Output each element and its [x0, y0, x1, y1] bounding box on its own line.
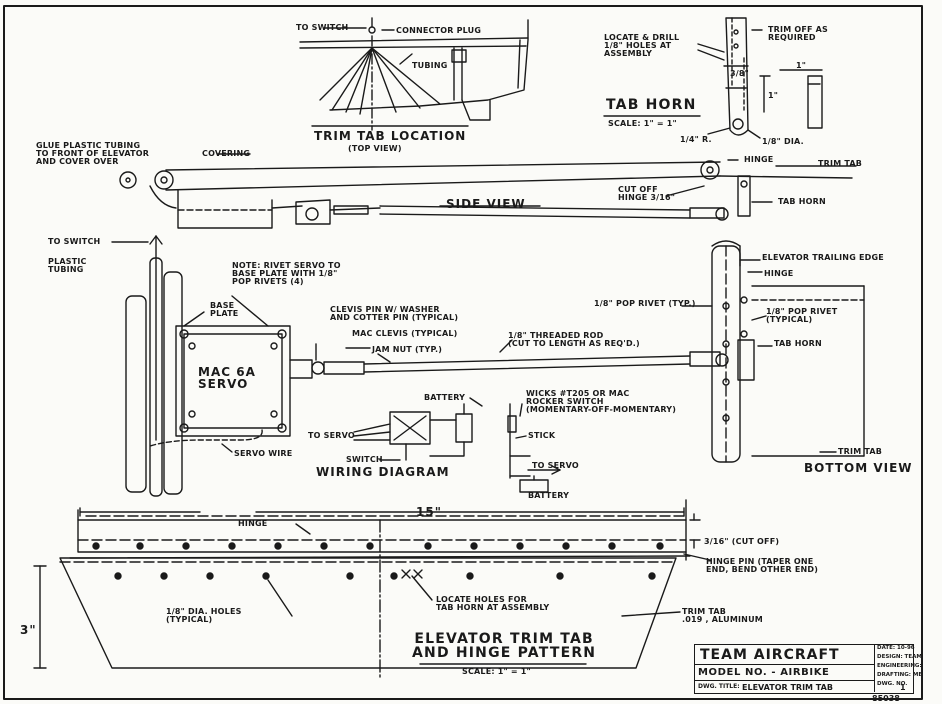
wiring-diagram-drawing [353, 397, 561, 493]
tab-horn-drawing [603, 17, 823, 139]
top-view-drawing [299, 17, 529, 131]
to-switch-left-label: TO SWITCH [48, 237, 101, 246]
hinge-side-label: HINGE [744, 155, 774, 164]
side-view-drawing [119, 153, 857, 229]
side-view-title: SIDE VIEW [446, 197, 526, 211]
dim-3-8: 3/8" [730, 69, 750, 78]
dia-eighth-label: 1/8" DIA. [762, 137, 804, 146]
title-block-divider-v [874, 644, 875, 692]
dim-3-label: 3" [20, 623, 37, 637]
sheet-number: 85038 [872, 694, 900, 703]
locate-drill-note: LOCATE & DRILL 1/8" HOLES AT ASSEMBLY [604, 33, 680, 58]
title-block-divider-2 [694, 680, 874, 681]
wiring-diagram-title: WIRING DIAGRAM [316, 465, 450, 479]
title-block-divider-1 [694, 664, 874, 665]
company-name: TEAM AIRCRAFT [700, 647, 840, 663]
cut-off-3-16-label: 3/16" (CUT OFF) [704, 537, 780, 546]
tb-design: DESIGN: TEAM [877, 654, 922, 660]
trim-tab-bottom-label: TRIM TAB [838, 447, 883, 456]
model-number: MODEL NO. - AIRBIKE [698, 667, 830, 678]
dim-1in-horizontal: 1" [796, 61, 807, 70]
jam-nut-label: JAM NUT (TYP.) [372, 345, 443, 354]
dim-15-label: 15" [416, 505, 442, 519]
pop-rivet-typ-label: 1/8" POP RIVET (TYP.) [594, 299, 696, 308]
to-servo-right-label: TO SERVO [532, 461, 579, 470]
tb-drafting: DRAFTING: MB [877, 672, 923, 678]
battery-bottom-label: BATTERY [528, 491, 570, 500]
top-view-label: (TOP VIEW) [348, 144, 402, 153]
connector-plug-label: CONNECTOR PLUG [396, 26, 482, 35]
hinge-pattern-drawing [33, 499, 711, 681]
hinge-right-label: HINGE [764, 269, 794, 278]
trim-tab-aluminum-label: TRIM TAB .019 , ALUMINUM [682, 607, 763, 624]
rivet-note: NOTE: RIVET SERVO TO BASE PLATE WITH 1/8… [232, 261, 341, 286]
servo-installation-drawing [111, 235, 865, 497]
servo-label: MAC 6A SERVO [198, 365, 256, 391]
elevator-trailing-edge-label: ELEVATOR TRAILING EDGE [762, 253, 884, 262]
trim-tab-side-label: TRIM TAB [818, 159, 863, 168]
tab-horn-title: TAB HORN [606, 97, 697, 113]
plastic-tubing-label: PLASTIC TUBING [48, 257, 87, 274]
radius-quarter-label: 1/4" R. [680, 135, 712, 144]
tb-engineering: ENGINEERING: [877, 663, 922, 669]
pop-rivet-typical-label: 1/8" POP RIVET (TYPICAL) [766, 307, 838, 324]
trim-tab-location-title: TRIM TAB LOCATION [314, 129, 467, 143]
covering-label: COVERING [202, 149, 251, 158]
pattern-scale: SCALE: 1" = 1" [462, 667, 531, 676]
holes-typical-label: 1/8" DIA. HOLES (TYPICAL) [166, 607, 242, 624]
hinge-pin-label: HINGE PIN (TAPER ONE END, BEND OTHER END… [706, 557, 819, 574]
tab-horn-side-label: TAB HORN [778, 197, 826, 206]
tb-date: DATE: 10-96 [877, 645, 915, 651]
cut-off-hinge-label: CUT OFF HINGE 3/16" [618, 185, 676, 202]
hinge-pattern-label: HINGE [238, 519, 268, 528]
wicks-switch-label: WICKS #T205 OR MAC ROCKER SWITCH (MOMENT… [526, 389, 677, 414]
tb-dwg-no-label: DWG. NO. [877, 681, 908, 687]
threaded-rod-label: 1/8" THREADED ROD (CUT TO LENGTH AS REQ'… [508, 331, 640, 348]
dim-1in-vertical: 1" [768, 91, 779, 100]
bottom-view-title: BOTTOM VIEW [804, 461, 913, 475]
to-servo-left-label: TO SERVO [308, 431, 355, 440]
base-plate-label: BASE PLATE [210, 301, 239, 318]
pattern-title: ELEVATOR TRIM TAB AND HINGE PATTERN [412, 631, 597, 661]
tubing-label: TUBING [412, 61, 448, 70]
mac-clevis-label: MAC CLEVIS (TYPICAL) [352, 329, 458, 338]
battery-top-label: BATTERY [424, 393, 466, 402]
trim-off-note: TRIM OFF AS REQUIRED [768, 25, 829, 42]
servo-wire-label: SERVO WIRE [234, 449, 293, 458]
stick-label: STICK [528, 431, 556, 440]
clevis-pin-label: CLEVIS PIN W/ WASHER AND COTTER PIN (TYP… [330, 305, 459, 322]
tab-horn-bottom-label: TAB HORN [774, 339, 822, 348]
to-switch-top-label: TO SWITCH [296, 23, 349, 32]
dwg-title: ELEVATOR TRIM TAB [742, 683, 833, 692]
title-block [694, 644, 914, 694]
locate-holes-label: LOCATE HOLES FOR TAB HORN AT ASSEMBLY [436, 595, 550, 612]
switch-label: SWITCH [346, 455, 383, 464]
glue-plastic-note: GLUE PLASTIC TUBING TO FRONT OF ELEVATOR… [36, 141, 150, 166]
sheet-border [3, 5, 923, 700]
dwg-title-label: DWG. TITLE: [698, 683, 740, 690]
tb-dwg-no: 1 [900, 683, 906, 692]
tab-horn-scale: SCALE: 1" = 1" [608, 119, 677, 128]
